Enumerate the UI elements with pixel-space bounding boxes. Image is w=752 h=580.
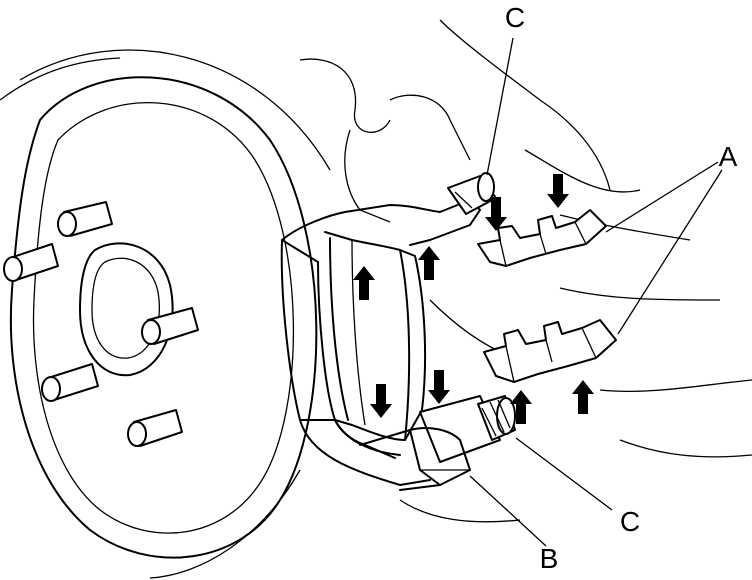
wheel-studs xyxy=(3,201,199,447)
arrow-up xyxy=(418,246,440,280)
arrow-down xyxy=(428,370,450,404)
lower-pad-retainer-clip xyxy=(483,319,617,383)
arrow-down xyxy=(370,384,392,418)
upper-caliper-pin xyxy=(447,172,497,215)
hub-center xyxy=(79,242,174,377)
brake-pad xyxy=(324,231,427,441)
arrow-up xyxy=(572,380,594,414)
callout-a: A xyxy=(719,141,738,172)
wheel-stud xyxy=(141,307,199,345)
lower-caliper-pin xyxy=(419,395,516,463)
arrow-up xyxy=(353,266,375,300)
installation-arrows xyxy=(353,174,594,424)
wheel-stud xyxy=(127,409,183,447)
caliper-body-lower xyxy=(359,427,471,491)
caliper-bracket xyxy=(280,199,481,486)
wheel-stud xyxy=(3,243,59,282)
callout-c-top: C xyxy=(505,2,525,33)
arrow-up xyxy=(510,390,532,424)
wheel-stud xyxy=(41,363,99,402)
upper-pad-retainer-clip xyxy=(477,209,607,267)
wheel-stud xyxy=(57,201,113,237)
callout-b: B xyxy=(540,543,559,574)
leader-lines xyxy=(469,37,723,547)
brake-disc xyxy=(0,49,331,579)
arrow-down xyxy=(485,197,507,231)
callout-c-bottom: C xyxy=(620,506,640,537)
arrow-down xyxy=(547,174,569,208)
knuckle-background xyxy=(299,19,752,523)
